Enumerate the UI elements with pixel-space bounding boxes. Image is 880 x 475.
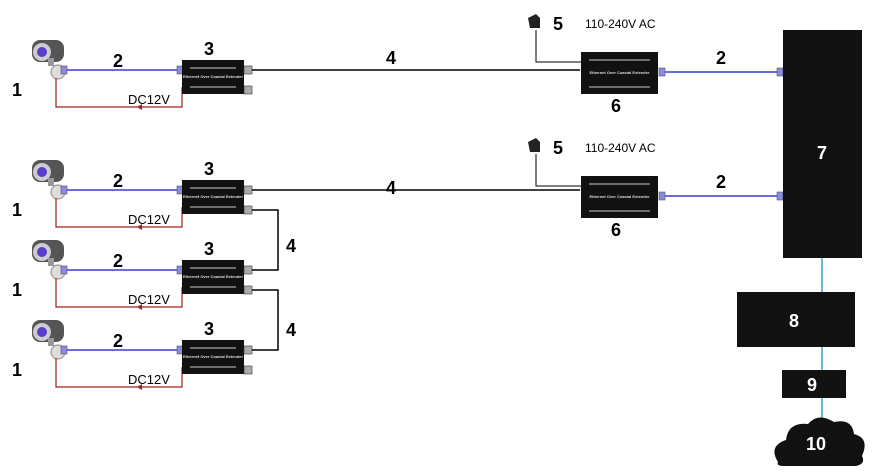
ac-voltage-label: 110-240V AC <box>585 141 656 155</box>
bnc-connector-icon <box>243 265 253 275</box>
camera-mount <box>48 258 54 266</box>
camera-label: 1 <box>12 80 22 100</box>
transmitter-label: 3 <box>204 319 214 339</box>
transmitter-2: Ethernet Over Coaxial Extender <box>182 180 244 214</box>
power-cable <box>55 78 183 108</box>
camera-label: 1 <box>12 280 22 300</box>
rj45-plug-icon <box>60 265 68 275</box>
power-label: DC12V <box>128 212 170 227</box>
arrow-icon <box>137 104 142 110</box>
rj45-plug-icon <box>60 185 68 195</box>
power-adapter-label: 5 <box>553 138 563 158</box>
coax-cable <box>252 289 279 351</box>
power-adapter-label: 5 <box>553 14 563 34</box>
camera-lens <box>37 247 47 257</box>
internet-cloud-icon <box>774 417 865 466</box>
power-label: DC12V <box>128 372 170 387</box>
arrow-icon <box>137 384 142 390</box>
power-cable <box>535 154 581 187</box>
power-cable <box>55 278 183 308</box>
rj45-plug-icon <box>776 67 784 77</box>
ethernet-cable-label: 2 <box>113 331 123 351</box>
modem-box <box>782 370 846 398</box>
power-adapter-icon <box>528 14 540 28</box>
power-adapter-icon <box>528 138 540 152</box>
camera-lens <box>37 327 47 337</box>
transmitter-1: Ethernet Over Coaxial Extender <box>182 60 244 94</box>
transmitter-2-body <box>182 180 244 214</box>
switch-label: 7 <box>817 143 827 163</box>
internet-label: 10 <box>806 434 826 454</box>
camera-icon <box>32 40 66 80</box>
power-cable <box>535 30 581 63</box>
rj45-plug-icon <box>60 345 68 355</box>
camera-icon <box>32 320 66 360</box>
bnc-connector-icon <box>243 205 253 215</box>
receiver-2: Ethernet Over Coaxial Extender <box>581 176 658 218</box>
ethernet-cable-label: 2 <box>113 251 123 271</box>
device-label: Ethernet Over Coaxial Extender <box>589 70 649 75</box>
device-label: Ethernet Over Coaxial Extender <box>183 274 243 279</box>
power-cable <box>55 198 183 228</box>
device-label: Ethernet Over Coaxial Extender <box>183 194 243 199</box>
coax-cable-label: 4 <box>386 178 396 198</box>
transmitter-label: 3 <box>204 239 214 259</box>
bnc-connector-icon <box>243 345 253 355</box>
camera-mount <box>48 178 54 186</box>
arrow-icon <box>137 224 142 230</box>
power-cable <box>55 358 183 388</box>
camera-icon <box>32 160 66 200</box>
ethernet-cable-label: 2 <box>716 172 726 192</box>
bnc-connector-icon <box>243 285 253 295</box>
camera-label: 1 <box>12 360 22 380</box>
bnc-connector-icon <box>243 65 253 75</box>
coax-cable-label: 4 <box>386 48 396 68</box>
rj45-plug-icon <box>60 65 68 75</box>
ethernet-cable-label: 2 <box>716 48 726 68</box>
transmitter-4-body <box>182 340 244 374</box>
camera-label: 1 <box>12 200 22 220</box>
rj45-plug-icon <box>776 191 784 201</box>
power-label: DC12V <box>128 292 170 307</box>
receiver-1: Ethernet Over Coaxial Extender <box>581 52 658 94</box>
rj45-plug-icon <box>658 191 666 201</box>
transmitter-label: 3 <box>204 39 214 59</box>
switch-box <box>783 30 862 258</box>
device-label: Ethernet Over Coaxial Extender <box>589 194 649 199</box>
arrow-icon <box>137 304 142 310</box>
transmitter-1-body <box>182 60 244 94</box>
receiver-label: 6 <box>611 96 621 116</box>
camera-lens <box>37 167 47 177</box>
router-label: 8 <box>789 311 799 331</box>
camera-lens <box>37 47 47 57</box>
camera-mount <box>48 58 54 66</box>
transmitter-label: 3 <box>204 159 214 179</box>
transmitter-3: Ethernet Over Coaxial Extender <box>182 260 244 294</box>
coax-cable-label: 4 <box>286 320 296 340</box>
modem-label: 9 <box>807 375 817 395</box>
transmitter-3-body <box>182 260 244 294</box>
device-label: Ethernet Over Coaxial Extender <box>183 74 243 79</box>
ethernet-cable-label: 2 <box>113 171 123 191</box>
ac-voltage-label: 110-240V AC <box>585 17 656 31</box>
power-label: DC12V <box>128 92 170 107</box>
camera-icon <box>32 240 66 280</box>
router-box <box>737 292 855 347</box>
device-label: Ethernet Over Coaxial Extender <box>183 354 243 359</box>
transmitter-4: Ethernet Over Coaxial Extender <box>182 340 244 374</box>
bnc-connector-icon <box>243 85 253 95</box>
camera-mount <box>48 338 54 346</box>
ethernet-cable-label: 2 <box>113 51 123 71</box>
coax-cable-label: 4 <box>286 236 296 256</box>
receiver-label: 6 <box>611 220 621 240</box>
bnc-connector-icon <box>243 185 253 195</box>
rj45-plug-icon <box>658 67 666 77</box>
coax-cable <box>252 209 279 271</box>
bnc-connector-icon <box>243 365 253 375</box>
